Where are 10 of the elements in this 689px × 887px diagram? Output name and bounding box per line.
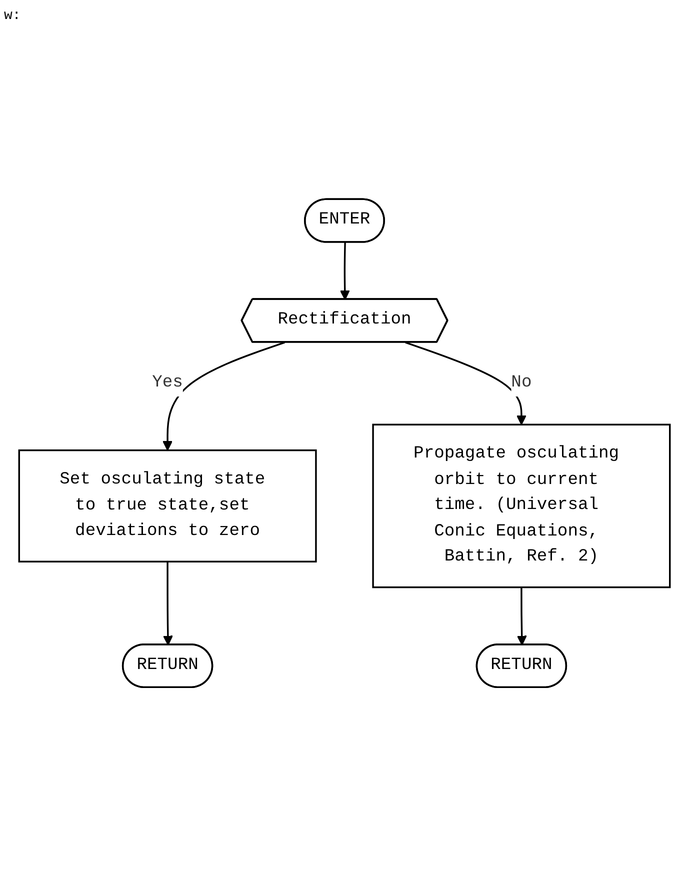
node-box: Propagate osculating orbit to current time. (Universal Conic Equations, Battin, Ref. 2) (372, 424, 671, 588)
arrow (340, 242, 350, 300)
arrow (516, 588, 527, 646)
arrow (405, 342, 526, 426)
arrow (162, 562, 173, 646)
edge-label: No (511, 373, 532, 392)
arrow (162, 342, 286, 452)
note-text: w: (4, 8, 21, 24)
node-box: Set osculating state to true state,set deviations to zero (18, 450, 317, 563)
edge-label: Yes (152, 373, 183, 392)
